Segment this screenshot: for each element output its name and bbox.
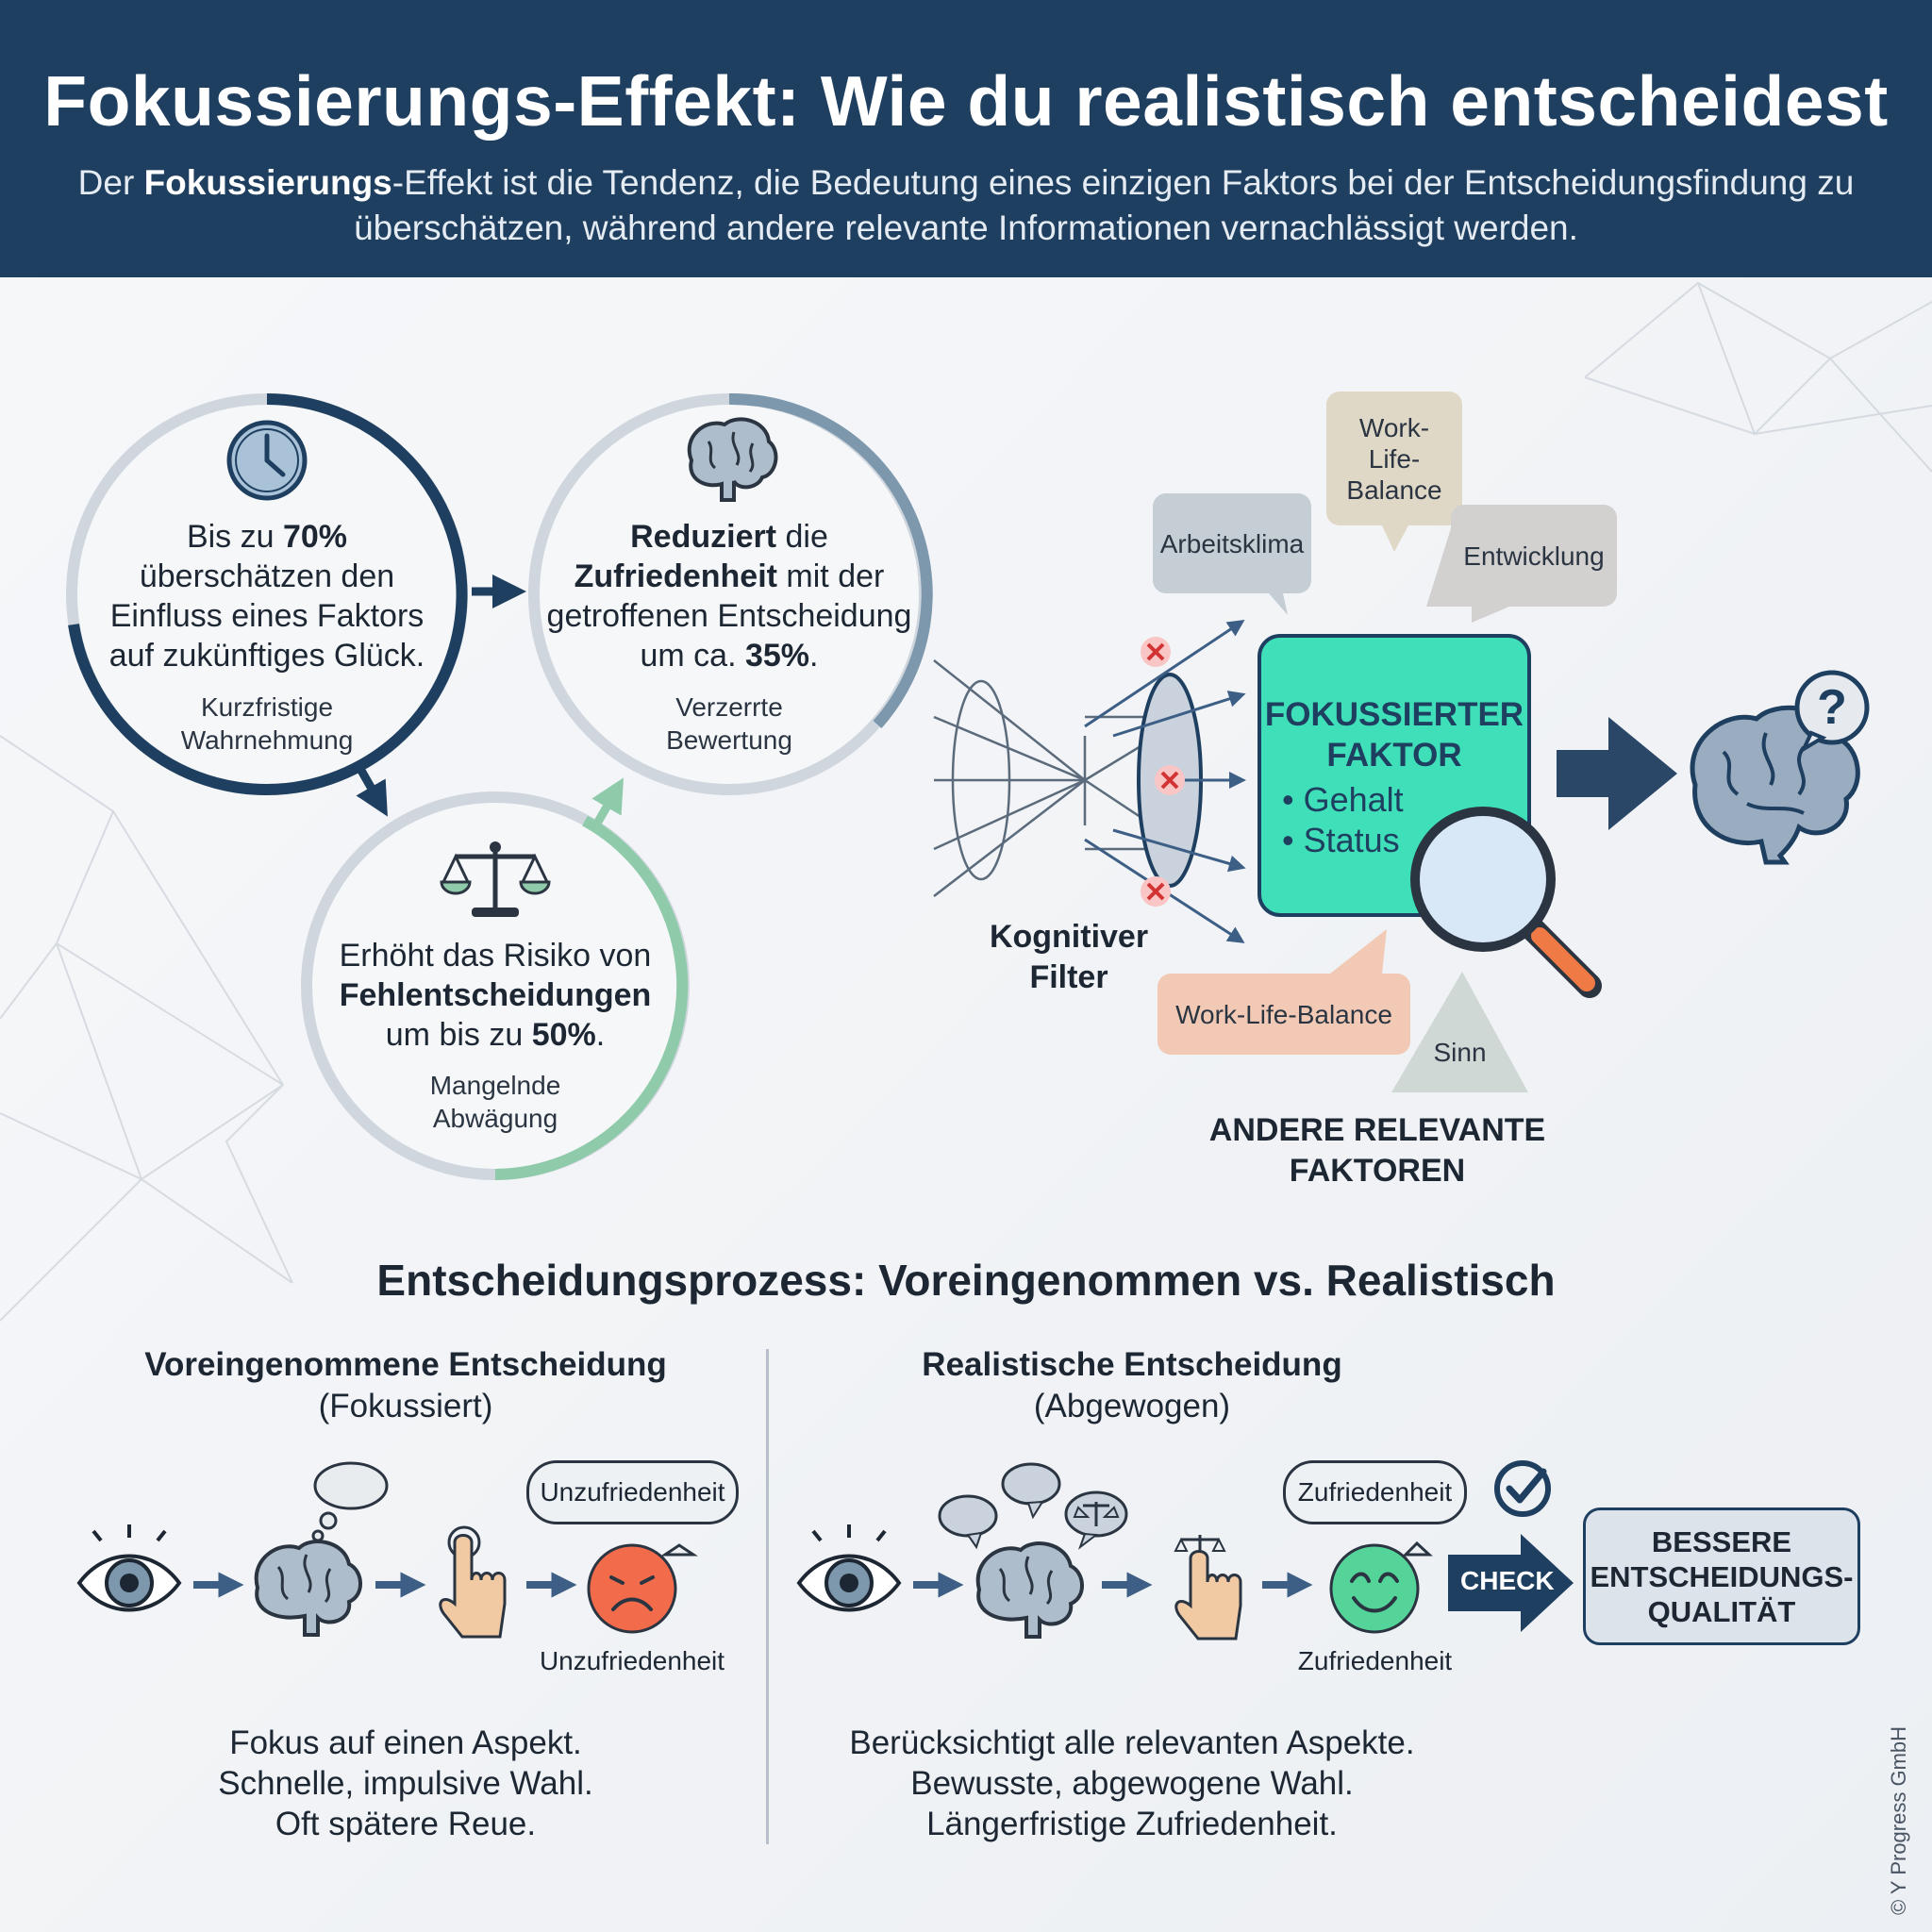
right-result-label: Zufriedenheit [1297,1646,1453,1675]
ring-1-text: Bis zu 70% überschätzen den Einfluss ein… [108,519,425,674]
filter-label: Kognitiver Filter [989,919,1149,995]
eye-icon [796,1524,902,1612]
checkmark-icon [1494,1460,1551,1517]
triangle-sinn: Sinn [1433,1037,1487,1067]
bubble-shapes [1153,391,1617,1092]
brain-icon [254,1540,362,1637]
bubble-work-life-bottom: Work-Life-Balance [1175,999,1392,1029]
bubble-tail [660,1543,698,1557]
blocked-x-icon [1141,637,1185,907]
process-title: Entscheidungsprozess: Voreingenommen vs.… [376,1256,1556,1305]
ring-1-progress [68,393,468,795]
focused-factor-title: FOKUSSIERTER FAKTOR [1264,696,1524,774]
happy-face-icon [1329,1543,1420,1634]
page-title: Fokussierungs-Effekt: Wie du realistisch… [43,61,1889,141]
ring-2-subtext: Verzerrte Bewertung [666,692,792,755]
bubble-entwicklung: Entwicklung [1463,541,1605,571]
quality-box: BESSERE ENTSCHEIDUNGS-QUALITÄT [1583,1507,1860,1645]
check-label: CHECK [1460,1566,1555,1595]
speech-bubbles-icon [938,1462,1128,1550]
clock-icon [226,420,308,501]
scale-icon [440,841,551,917]
ring-3-progress [494,815,689,1180]
left-result-label: Unzufriedenheit [539,1646,725,1675]
question-mark: ? [1817,680,1847,735]
focused-factor-list: • Gehalt • Status [1282,779,1404,860]
bubble-tail [1402,1541,1433,1557]
filter-output-arrows [1084,620,1246,943]
big-arrow [1557,717,1677,830]
thought-cloud-icon [311,1461,389,1542]
left-column-title: Voreingenommene Entscheidung (Fokussiert… [144,1346,667,1424]
brain-question-icon [1690,670,1870,865]
bubble-work-life-top: Work-Life-Balance [1346,412,1442,505]
sad-face-icon [587,1543,677,1634]
ring-3-subtext: Mangelnde Abwägung [429,1071,561,1133]
focused-factor-item: • Status [1282,821,1400,859]
pointing-hand-icon [439,1525,507,1639]
eye-icon [76,1524,182,1612]
ring-2-text: Reduziert die Zufriedenheit mit der getr… [546,519,912,674]
right-column-title: Realistische Entscheidung (Abgewogen) [922,1346,1342,1424]
header: Fokussierungs-Effekt: Wie du realistisch… [0,0,1932,277]
left-result-bubble: Unzufriedenheit [526,1460,739,1524]
ring-2-progress [728,392,933,728]
other-factors-label: ANDERE RELEVANTE FAKTOREN [1208,1112,1546,1189]
arrow-3-to-2 [591,777,625,831]
arrow-1-to-3 [353,759,388,817]
hand-scale-icon [1174,1535,1242,1641]
focused-factor-item: • Gehalt [1282,780,1404,819]
brain-icon [975,1541,1084,1639]
left-description: Fokus auf einen Aspekt. Schnelle, impuls… [218,1724,593,1842]
column-divider [766,1349,769,1844]
ring-3-text: Erhöht das Risiko von Fehlentscheidungen… [339,938,652,1053]
copyright: © Y Progress GmbH [1887,1725,1910,1915]
bubble-arbeitsklima: Arbeitsklima [1159,528,1305,558]
check-arrow [1448,1534,1574,1632]
right-result-bubble: Zufriedenheit [1283,1460,1467,1524]
right-description: Berücksichtigt alle relevanten Aspekte. … [849,1724,1415,1842]
brain-icon [687,417,778,502]
ring-1-subtext: Kurzfristige Wahrnehmung [180,692,354,755]
page-subtitle: Der Fokussierungs-Effekt ist die Tendenz… [77,163,1855,247]
magnifier-icon [1410,807,1602,998]
